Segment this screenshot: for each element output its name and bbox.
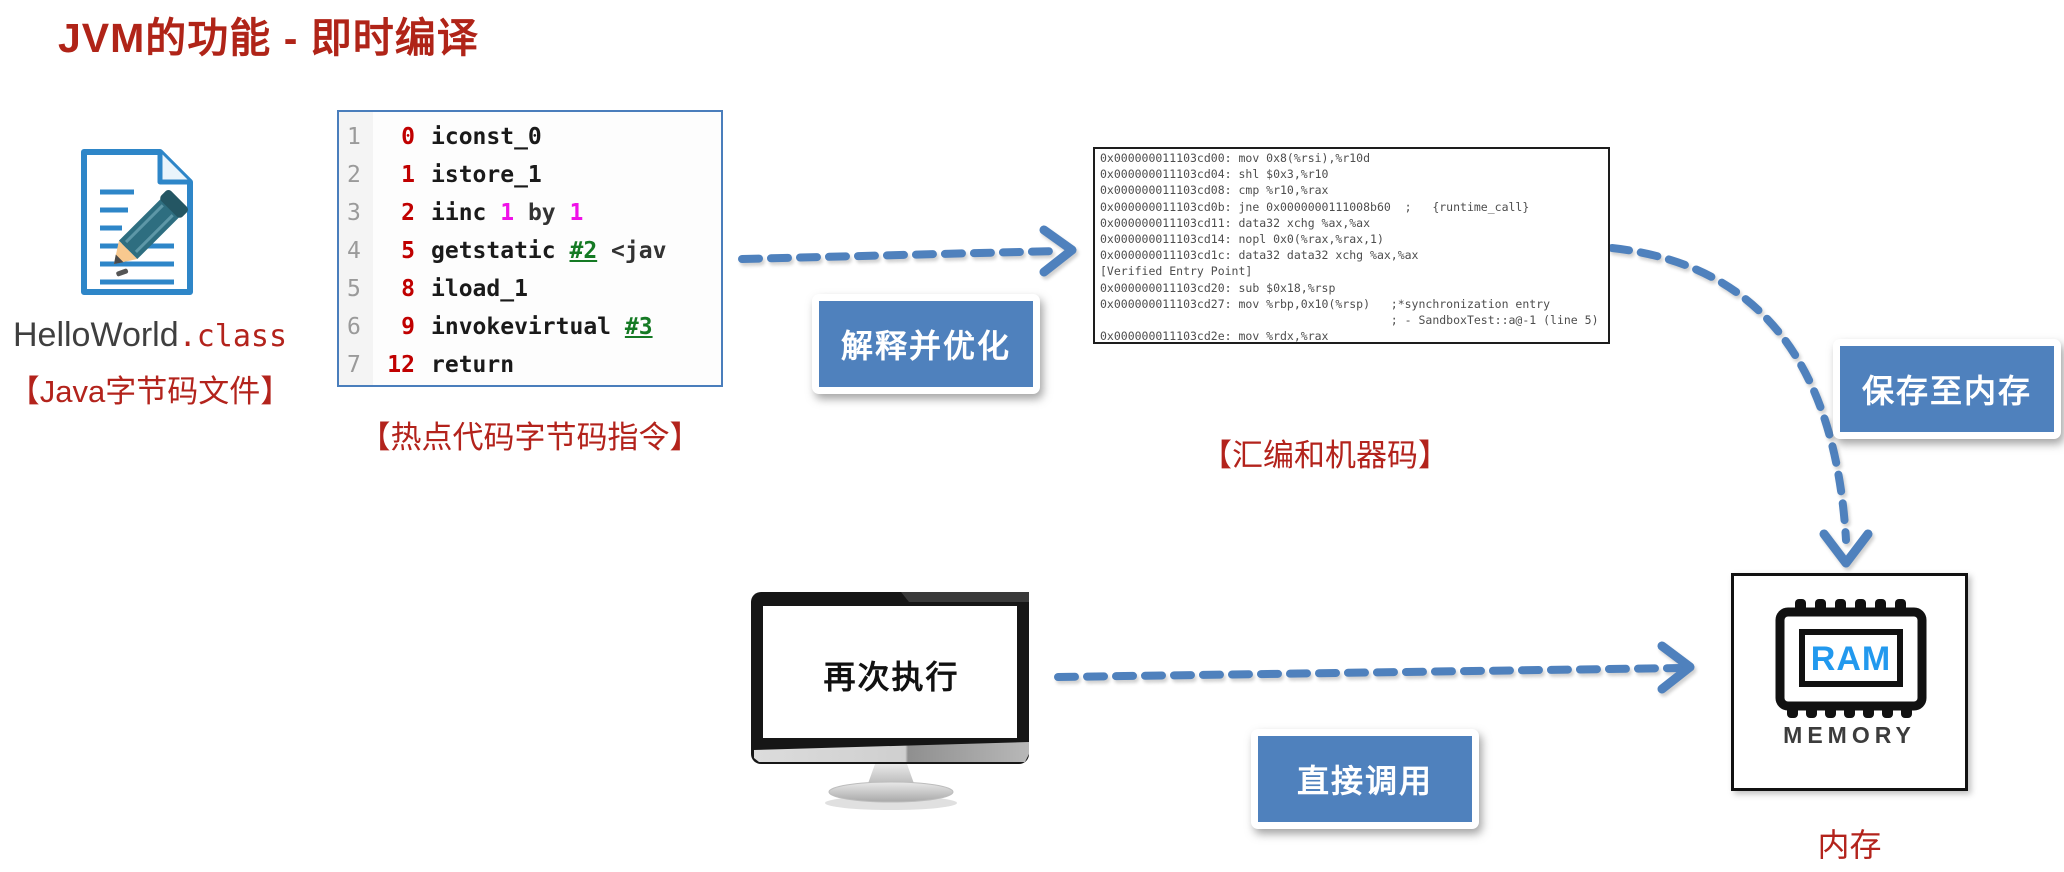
ram-sub-label: MEMORY (1783, 722, 1916, 748)
asm-line: 0x000000011103cd04: shl $0x3,%r10 (1100, 167, 1329, 182)
arrow-asm-to-ram-head (1819, 529, 1873, 568)
machine-code-panel: 0x000000011103cd00: mov 0x8(%rsi),%r10d 0… (1093, 147, 1610, 344)
class-file-extension: .class (178, 319, 288, 354)
pencil-icon (114, 189, 189, 264)
interpret-optimize-button[interactable]: 解释并优化 (812, 294, 1040, 394)
page-title: JVM的功能 - 即时编译 (58, 15, 479, 61)
asm-line: 0x000000011103cd20: sub $0x18,%rsp (1100, 280, 1336, 295)
arrow-asm-to-ram (1608, 244, 1850, 544)
arrow-monitor-to-ram-head (1657, 641, 1695, 694)
asm-lines: 0x000000011103cd00: mov 0x8(%rsi),%r10d 0… (1100, 150, 1608, 344)
asm-line: 0x000000011103cd0b: jne 0x0000000111008b… (1100, 199, 1530, 214)
arrow-bytecode-to-asm (738, 247, 1062, 263)
machine-code-caption: 【汇编和机器码】 (1201, 438, 1449, 473)
asm-line: ; - SandboxTest::a@-1 (line 5) (1100, 313, 1599, 328)
monitor-screen-text: 再次执行 (823, 659, 960, 695)
class-file-name: HelloWorld.class (0, 316, 300, 355)
asm-line: 0x000000011103cd14: nopl 0x0(%rax,%rax,1… (1100, 232, 1384, 247)
class-file-caption: 【Java字节码文件】 (8, 374, 292, 409)
arrow-bytecode-to-asm-head (1039, 225, 1077, 277)
class-file-basename: HelloWorld (12, 316, 179, 354)
asm-line: 0x000000011103cd1c: data32 data32 xchg %… (1100, 248, 1419, 263)
asm-line: 0x000000011103cd08: cmp %r10,%rax (1100, 183, 1329, 198)
ram-panel: RAM MEMORY (1731, 573, 1968, 791)
asm-line: [Verified Entry Point] (1100, 264, 1253, 279)
monitor-icon (751, 592, 1029, 810)
ram-chip-label: RAM (1811, 640, 1891, 678)
ram-caption: 内存 (1817, 827, 1882, 863)
asm-line: 0x000000011103cd11: data32 xchg %ax,%ax (1100, 215, 1371, 230)
ram-chip-icon: RAM (1775, 599, 1927, 718)
direct-call-button[interactable]: 直接调用 (1251, 729, 1479, 829)
asm-line: 0x000000011103cd00: mov 0x8(%rsi),%r10d (1100, 151, 1371, 165)
asm-line: 0x000000011103cd27: mov %rbp,0x10(%rsp) … (1100, 296, 1551, 311)
arrow-monitor-to-ram (1054, 664, 1684, 681)
bytecode-caption: 【热点代码字节码指令】 (359, 420, 701, 455)
asm-line: 0x000000011103cd2e: mov %rdx,%rax (1100, 329, 1329, 344)
class-file-icon (81, 149, 193, 295)
save-to-memory-button[interactable]: 保存至内存 (1833, 339, 2061, 439)
